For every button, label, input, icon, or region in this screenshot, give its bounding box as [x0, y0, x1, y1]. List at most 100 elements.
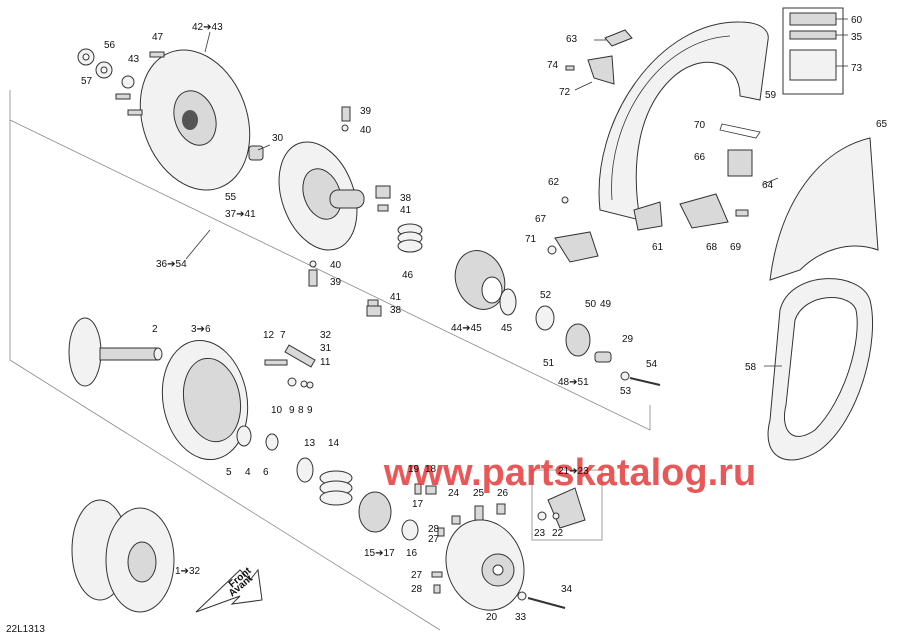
roller-38a — [375, 185, 391, 199]
insert-28b — [433, 584, 441, 594]
spider-44-45 — [454, 250, 506, 310]
washer-52 — [535, 305, 555, 331]
callout: 34 — [561, 584, 573, 595]
callout: 9 — [289, 405, 295, 416]
bolt-54 — [629, 377, 661, 386]
callout: 70 — [694, 120, 706, 131]
callout: 44➔45 — [451, 323, 482, 334]
callout: 30 — [272, 133, 284, 144]
washer-13 — [296, 457, 314, 483]
callout: 10 — [271, 405, 283, 416]
callout: 27 — [411, 570, 423, 581]
cover-48-51 — [565, 323, 591, 357]
callout: 59 — [765, 90, 777, 101]
washers-56-57 — [77, 48, 135, 89]
callout: 74 — [547, 60, 559, 71]
callout: 43 — [128, 54, 140, 65]
spring-46 — [397, 223, 423, 253]
bolt-69 — [735, 209, 749, 217]
nut-24 — [451, 515, 461, 525]
washer-6 — [265, 433, 279, 451]
callout: 2 — [152, 324, 158, 335]
callout: 23 — [534, 528, 546, 539]
callout: 1➔32 — [175, 566, 201, 577]
callout: 24 — [448, 488, 460, 499]
guard-support-63 — [604, 29, 633, 47]
callout: 12 — [263, 330, 275, 341]
callout: 9 — [307, 405, 313, 416]
section-frames — [9, 90, 651, 631]
roller-38b — [366, 305, 382, 317]
front-direction-arrow — [195, 568, 263, 613]
drive-belt-58 — [767, 278, 873, 461]
callout: 50 — [585, 299, 597, 310]
callout: 11 — [320, 357, 331, 368]
screw-74 — [565, 65, 575, 71]
callout: 45 — [501, 323, 513, 334]
leader-lines — [185, 31, 782, 367]
callout: 25 — [473, 488, 485, 499]
bushing-30 — [248, 145, 264, 161]
screw-39b — [308, 269, 318, 287]
insert-28a — [437, 527, 445, 537]
callout: 47 — [152, 32, 164, 43]
callout: 62 — [548, 177, 560, 188]
callout: 46 — [402, 270, 414, 281]
callout: 14 — [328, 438, 340, 449]
callout: 73 — [851, 63, 863, 74]
callout: 17 — [412, 499, 424, 510]
bolt-26 — [496, 503, 506, 515]
watermark: www.partskatalog.ru — [383, 452, 756, 494]
fixed-sheave-2 — [68, 317, 163, 387]
callout: 41 — [400, 205, 412, 216]
bolt-34 — [527, 597, 566, 609]
callout: 4 — [245, 467, 251, 478]
ring-45 — [499, 288, 517, 316]
callout: 40 — [330, 260, 342, 271]
callout: 20 — [486, 612, 498, 623]
callout: 7 — [280, 330, 286, 341]
cam-15-17 — [358, 491, 392, 533]
callout: 13 — [304, 438, 316, 449]
callout: 55 — [225, 192, 237, 203]
roller-18 — [425, 485, 437, 495]
callout: 8 — [298, 405, 304, 416]
pin-41a — [377, 204, 389, 212]
callout: 40 — [360, 125, 372, 136]
callout: 28 — [428, 524, 440, 535]
callout: 52 — [540, 290, 552, 301]
hub-20 — [445, 519, 525, 611]
callout: 3➔6 — [191, 324, 211, 335]
callout: 38 — [390, 305, 402, 316]
callout: 27 — [428, 534, 440, 545]
bushing-4 — [236, 425, 252, 447]
callout: 60 — [851, 15, 863, 26]
callout: 36➔54 — [156, 259, 187, 270]
callout: 37➔41 — [225, 209, 256, 220]
bracket-68 — [679, 193, 729, 229]
callout: 72 — [559, 87, 571, 98]
spring-14 — [319, 470, 353, 506]
callout: 61 — [652, 242, 664, 253]
callout: 38 — [400, 193, 412, 204]
callout-labels: 42➔43 47 56 43 57 39 40 30 55 37➔41 38 4… — [81, 15, 888, 623]
callout: 63 — [566, 34, 578, 45]
screw-27b — [431, 571, 443, 578]
callout: 49 — [600, 299, 612, 310]
subassembly-frame-21-23 — [531, 469, 603, 541]
washer-53 — [620, 371, 630, 381]
callout: 16 — [406, 548, 418, 559]
callout: 64 — [762, 180, 774, 191]
washer-40a — [341, 124, 349, 132]
callout: 69 — [730, 242, 742, 253]
belt-guard-59 — [598, 21, 769, 221]
callout: 66 — [694, 152, 706, 163]
label-sticker-60 — [789, 12, 837, 26]
callout: 35 — [851, 32, 863, 43]
callout: 65 — [876, 119, 888, 130]
stud-25 — [474, 505, 484, 521]
callout: 56 — [104, 40, 116, 51]
pin-19 — [414, 483, 422, 495]
label-sticker-73 — [789, 49, 837, 81]
